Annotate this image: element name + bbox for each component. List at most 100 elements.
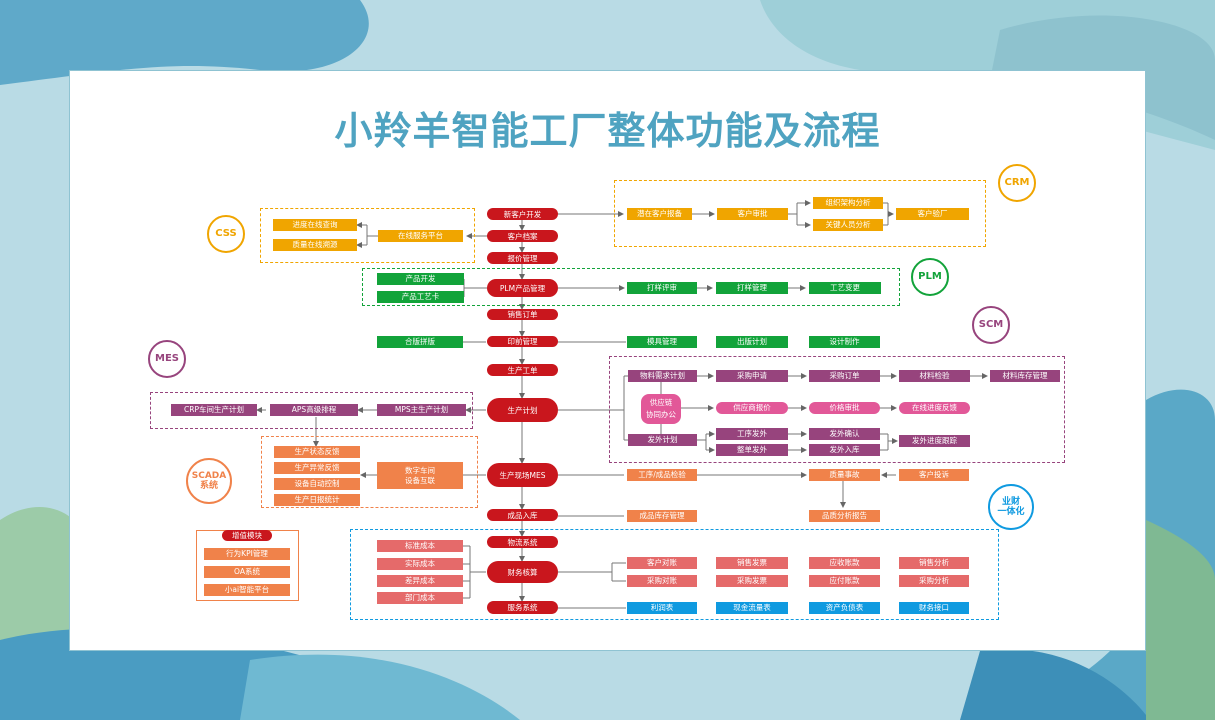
- crm-bubble: CRM: [998, 164, 1036, 202]
- scada-abnormal-feedback[interactable]: 生产异常反馈: [274, 462, 360, 474]
- scada-label: SCADA: [191, 470, 227, 481]
- crm-customer-approval[interactable]: 客户审批: [717, 208, 788, 220]
- plm-proof-review[interactable]: 打样评审: [627, 282, 697, 294]
- scm-supplychain-label: 供应链: [649, 398, 673, 407]
- scada-digital-label: 数字车间: [405, 465, 435, 475]
- scm-purchase-request[interactable]: 采购申请: [716, 370, 788, 382]
- yecai-bubble: 业财 一体化: [988, 484, 1034, 530]
- yecai-label-2: 一体化: [997, 507, 1025, 517]
- css-quality-trace[interactable]: 质量在线溯源: [273, 239, 357, 251]
- finance-std-cost[interactable]: 标准成本: [377, 540, 463, 552]
- shopfloor-fg-stock[interactable]: 成品库存管理: [627, 510, 697, 522]
- scm-price-approval[interactable]: 价格审批: [809, 402, 880, 414]
- spine-mes[interactable]: 生产现场MES: [487, 463, 558, 487]
- scm-outsource-in[interactable]: 发外入库: [809, 444, 880, 456]
- value-added-oa[interactable]: OA系统: [204, 566, 290, 578]
- finance-customer-reconcile[interactable]: 客户对账: [627, 557, 697, 569]
- spine-work-order[interactable]: 生产工单: [487, 364, 558, 376]
- finance-profit-sheet[interactable]: 利润表: [627, 602, 697, 614]
- finance-receivable[interactable]: 应收账款: [809, 557, 880, 569]
- finance-purchase-analysis[interactable]: 采购分析: [899, 575, 969, 587]
- scada-daily-report[interactable]: 生产日报统计: [274, 494, 360, 506]
- value-added-title: 增值模块: [222, 530, 272, 541]
- scm-outsource-confirm[interactable]: 发外确认: [809, 428, 880, 440]
- spine-prepress[interactable]: 印前管理: [487, 336, 558, 347]
- finance-interface[interactable]: 财务接口: [899, 602, 969, 614]
- plm-frame: [362, 268, 900, 306]
- scm-outsource-plan[interactable]: 发外计划: [628, 434, 697, 446]
- shopfloor-quality-report[interactable]: 品质分析报告: [809, 510, 880, 522]
- crm-label: CRM: [1004, 177, 1030, 189]
- crm-frame: [614, 180, 986, 247]
- scada-frame: [261, 436, 478, 508]
- scm-outsource-track[interactable]: 发外进度跟踪: [899, 435, 970, 447]
- prepress-die-mgmt[interactable]: 模具管理: [627, 336, 697, 348]
- plm-proof-mgmt[interactable]: 打样管理: [716, 282, 788, 294]
- scm-bubble: SCM: [972, 306, 1010, 344]
- finance-balance-sheet[interactable]: 资产负债表: [809, 602, 880, 614]
- spine-plan[interactable]: 生产计划: [487, 398, 558, 422]
- spine-sales-order[interactable]: 销售订单: [487, 309, 558, 320]
- spine-logistics[interactable]: 物流系统: [487, 536, 558, 548]
- scada-auto-control[interactable]: 设备自动控制: [274, 478, 360, 490]
- scm-material-stock[interactable]: 材料库存管理: [990, 370, 1060, 382]
- shopfloor-quality-accident[interactable]: 质量事故: [809, 469, 880, 481]
- scm-material-plan[interactable]: 物料需求计划: [628, 370, 697, 382]
- prepress-plate-plan[interactable]: 出版计划: [716, 336, 788, 348]
- css-bubble: CSS: [207, 215, 245, 253]
- finance-sales-analysis[interactable]: 销售分析: [899, 557, 969, 569]
- finance-purchase-invoice[interactable]: 采购发票: [716, 575, 788, 587]
- scm-supplychain[interactable]: 供应链 协同办公: [641, 394, 681, 424]
- shopfloor-customer-complaint[interactable]: 客户投诉: [899, 469, 969, 481]
- css-progress-query[interactable]: 进度在线查询: [273, 219, 357, 231]
- plm-label: PLM: [918, 271, 942, 283]
- finance-purchase-reconcile[interactable]: 采购对账: [627, 575, 697, 587]
- spine-finance[interactable]: 财务核算: [487, 561, 558, 583]
- plm-process-card[interactable]: 产品工艺卡: [377, 291, 464, 303]
- css-online-platform[interactable]: 在线服务平台: [378, 230, 463, 242]
- value-added-kpi[interactable]: 行为KPI管理: [204, 548, 290, 560]
- spine-service[interactable]: 服务系统: [487, 601, 558, 614]
- value-added-ai[interactable]: 小ai智能平台: [204, 584, 290, 596]
- finance-frame: [350, 529, 999, 620]
- prepress-design[interactable]: 设计制作: [809, 336, 880, 348]
- mes-crp[interactable]: CRP车间生产计划: [171, 404, 257, 416]
- scm-whole-outsource[interactable]: 整单发外: [716, 444, 788, 456]
- spine-fg-in[interactable]: 成品入库: [487, 509, 558, 521]
- scada-status-feedback[interactable]: 生产状态反馈: [274, 446, 360, 458]
- css-label: CSS: [215, 228, 237, 240]
- mes-aps[interactable]: APS高级排程: [270, 404, 358, 416]
- scm-supplychain-label-2: 协同办公: [646, 410, 676, 419]
- mes-bubble: MES: [148, 340, 186, 378]
- finance-variance-cost[interactable]: 差异成本: [377, 575, 463, 587]
- finance-cashflow[interactable]: 现金流量表: [716, 602, 788, 614]
- scm-online-progress[interactable]: 在线进度反馈: [899, 402, 970, 414]
- mes-mps[interactable]: MPS主生产计划: [377, 404, 466, 416]
- plm-product-dev[interactable]: 产品开发: [377, 273, 464, 285]
- crm-org-analysis[interactable]: 组织架构分析: [813, 197, 883, 209]
- prepress-imposition[interactable]: 合版拼版: [377, 336, 463, 348]
- scm-purchase-order[interactable]: 采购订单: [809, 370, 880, 382]
- finance-sales-invoice[interactable]: 销售发票: [716, 557, 788, 569]
- spine-plm-product[interactable]: PLM产品管理: [487, 279, 558, 297]
- finance-dept-cost[interactable]: 部门成本: [377, 592, 463, 604]
- shopfloor-process-inspect[interactable]: 工序/成品检验: [627, 469, 697, 481]
- scada-digital-label-2: 设备互联: [405, 475, 435, 485]
- scm-process-outsource[interactable]: 工序发外: [716, 428, 788, 440]
- finance-payable[interactable]: 应付账款: [809, 575, 880, 587]
- page-title: 小羚羊智能工厂整体功能及流程: [334, 109, 881, 153]
- crm-key-person[interactable]: 关键人员分析: [813, 219, 883, 231]
- scada-digital-workshop[interactable]: 数字车间 设备互联: [377, 462, 463, 489]
- spine-quote[interactable]: 报价管理: [487, 252, 558, 264]
- scm-material-check[interactable]: 材料检验: [899, 370, 970, 382]
- scada-bubble: SCADA 系统: [186, 458, 232, 504]
- crm-potential[interactable]: 潜在客户报备: [627, 208, 692, 220]
- spine-customer-archive[interactable]: 客户档案: [487, 230, 558, 242]
- spine-new-customer[interactable]: 新客户开发: [487, 208, 558, 220]
- css-frame: [260, 208, 475, 263]
- plm-process-change[interactable]: 工艺变更: [809, 282, 881, 294]
- crm-customer-visit[interactable]: 客户验厂: [896, 208, 969, 220]
- finance-actual-cost[interactable]: 实际成本: [377, 558, 463, 570]
- scm-supplier-quote[interactable]: 供应商报价: [716, 402, 788, 414]
- scada-label-2: 系统: [199, 481, 218, 491]
